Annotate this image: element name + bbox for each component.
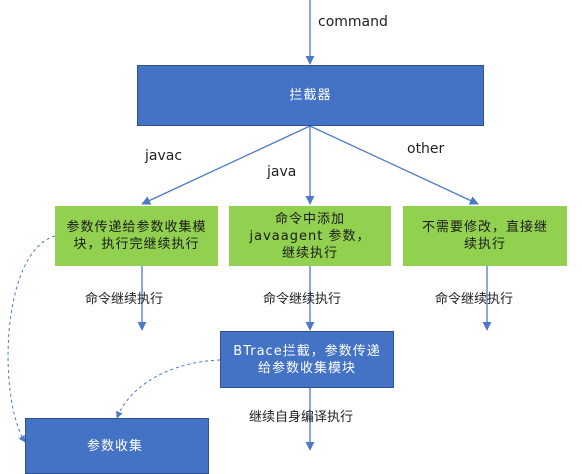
- arrow-interceptor-to-javac: [141, 125, 311, 205]
- label-other: other: [407, 141, 445, 157]
- dashed-arrow-btrace-to-collector: [116, 359, 221, 419]
- btrace-box: BTrace拦截，参数传递给参数收集模块: [220, 331, 394, 388]
- label-java: java: [267, 164, 297, 180]
- java-branch-label: 命令中添加 javaagent 参数，继续执行: [249, 211, 371, 261]
- arrow-interceptor-to-other: [309, 125, 479, 205]
- label-continue-right: 命令继续执行: [435, 292, 514, 307]
- label-command: command: [318, 14, 388, 30]
- java-branch-box: 命令中添加 javaagent 参数，继续执行: [229, 206, 391, 266]
- label-continue-self: 继续自身编译执行: [249, 410, 354, 425]
- label-javac: javac: [145, 148, 183, 164]
- javac-branch-label: 参数传递给参数收集模块，执行完继续执行: [66, 220, 207, 252]
- other-branch-box: 不需要修改，直接继续执行: [403, 206, 567, 266]
- label-continue-mid: 命令继续执行: [263, 292, 342, 307]
- collector-label: 参数收集: [87, 438, 144, 454]
- interceptor-label: 拦截器: [289, 88, 332, 103]
- collector-box: 参数收集: [25, 418, 209, 474]
- javac-branch-box: 参数传递给参数收集模块，执行完继续执行: [55, 206, 218, 266]
- other-branch-label: 不需要修改，直接继续执行: [421, 220, 548, 252]
- dashed-arrow-javac-to-collector: [7, 235, 56, 443]
- btrace-label: BTrace拦截，参数传递给参数收集模块: [233, 343, 381, 376]
- label-continue-left: 命令继续执行: [85, 292, 164, 307]
- interceptor-box: 拦截器: [137, 65, 484, 126]
